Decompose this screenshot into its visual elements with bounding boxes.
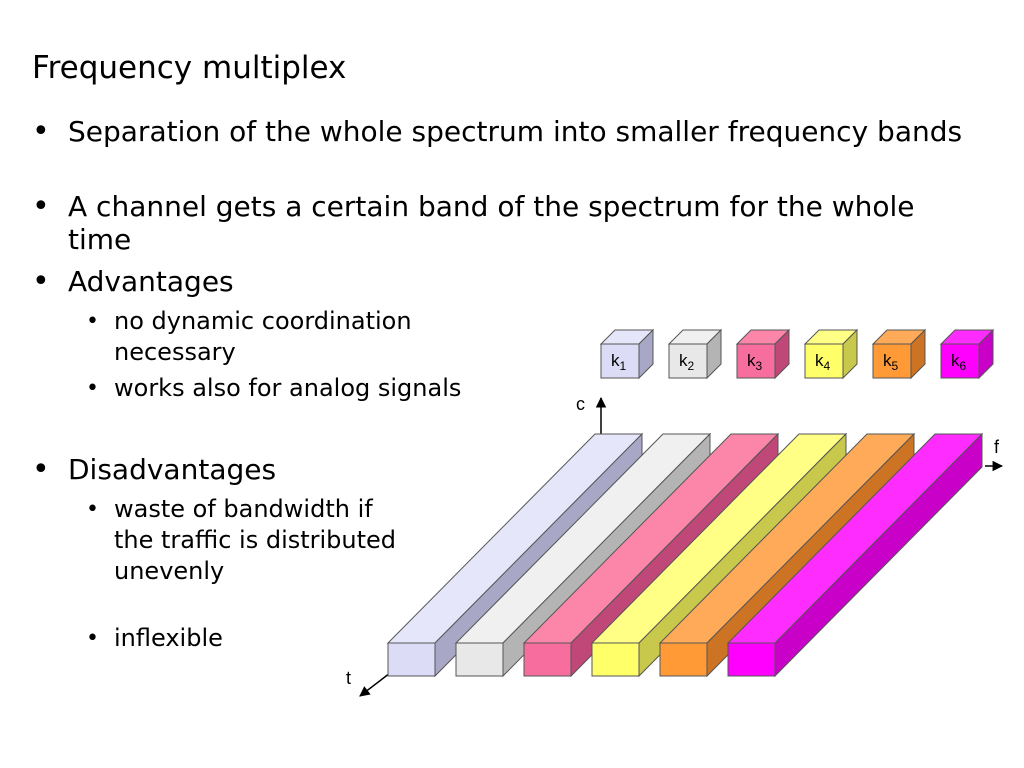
bullet-channel-band: A channel gets a certain band of the spe… <box>32 190 968 256</box>
c-axis-label: c <box>576 394 585 414</box>
sub-bullet-inflexible: inflexible <box>86 623 404 654</box>
bullet-advantages: Advantages <box>32 265 568 298</box>
sub-bullet-bandwidth-waste: waste of bandwidth if the traffic is dis… <box>86 494 404 587</box>
sub-bullet-no-coordination: no dynamic coordination necessary <box>86 306 494 368</box>
channel-label-k3: k3 <box>747 351 763 373</box>
channel-legend-cube-1: k1 <box>599 328 655 380</box>
channel-label-k1: k1 <box>611 351 627 373</box>
channel-bars <box>386 432 984 678</box>
channel-label-k5: k5 <box>883 351 899 373</box>
f-axis-label: f <box>994 437 1000 457</box>
channel-legend-cube-2: k2 <box>667 328 723 380</box>
channel-bar-6 <box>726 432 984 678</box>
channel-legend-cube-6: k6 <box>939 328 995 380</box>
slide-title: Frequency multiplex <box>32 50 347 86</box>
channel-legend-cube-4: k4 <box>803 328 859 380</box>
channel-legend-cube-5: k5 <box>871 328 927 380</box>
t-axis-label: t <box>346 668 351 688</box>
bullet-disadvantages: Disadvantages <box>32 453 468 486</box>
channel-label-k6: k6 <box>951 351 967 373</box>
t-axis-arrow <box>359 672 391 697</box>
channel-legend-cube-3: k3 <box>735 328 791 380</box>
sub-bullet-analog-signals: works also for analog signals <box>86 373 554 404</box>
channel-label-k2: k2 <box>679 351 695 373</box>
channel-label-k4: k4 <box>815 351 831 373</box>
bullet-separation: Separation of the whole spectrum into sm… <box>32 115 988 148</box>
channel-legend: k1 k2 k3 k4 k5 k6 <box>599 328 995 380</box>
